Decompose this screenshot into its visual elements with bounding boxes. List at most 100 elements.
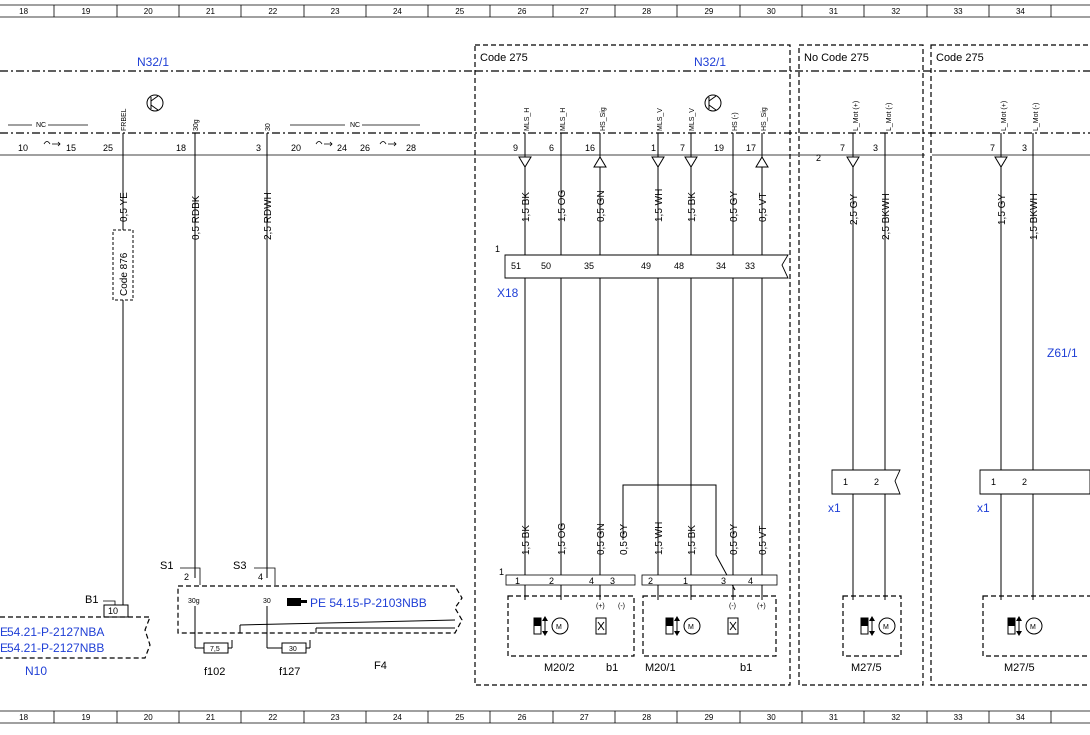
pointing-hand-icon <box>287 598 307 606</box>
grid-column-label: 34 <box>1016 7 1025 16</box>
m20-1-label: M20/1 <box>645 662 676 674</box>
wire-label: 2,5 RDWH <box>263 192 274 240</box>
f102-label: f102 <box>204 666 225 678</box>
signal-30g: 30g <box>193 119 200 131</box>
grid-column-label: 21 <box>206 713 215 722</box>
m201-box <box>642 595 777 657</box>
wire-label: 1,5 GY <box>997 194 1008 225</box>
grid-column-label: 22 <box>268 713 277 722</box>
nc-label: NC <box>350 122 360 129</box>
wire-label: 1,5 BK <box>687 192 698 222</box>
wire-label: 0,5 GN <box>596 190 607 222</box>
grid-column-label: 33 <box>954 713 963 722</box>
grid-column-label: 26 <box>518 713 527 722</box>
x18-pin-33: 33 <box>745 261 755 271</box>
signal-l-mot-plus: L_Mot (+) <box>1001 101 1008 131</box>
grid-column-label: 19 <box>81 7 90 16</box>
grid-column-label: 32 <box>891 713 900 722</box>
wire-label: 0,5 RDBK <box>191 195 202 240</box>
n32-right-label[interactable]: N32/1 <box>694 55 726 69</box>
b1-pin: 10 <box>108 606 118 616</box>
m201-pin-2: 2 <box>648 576 653 586</box>
svg-text:E: E <box>0 625 8 639</box>
grid-column-label: 23 <box>331 713 340 722</box>
z61-label[interactable]: Z61/1 <box>1047 346 1078 360</box>
fuse-f102 <box>203 642 229 654</box>
signal-mls-v: MLS_V <box>657 108 664 131</box>
wire-label: 0,5 YE <box>119 192 130 222</box>
fuse-30: 30 <box>289 646 297 653</box>
grid-column-label: 22 <box>268 7 277 16</box>
pin-10: 10 <box>18 143 28 153</box>
grid-column-label: 20 <box>144 7 153 16</box>
fuse-f127 <box>281 642 307 654</box>
grid-column-label: 27 <box>580 713 589 722</box>
pin-3: 3 <box>873 143 878 153</box>
code275-wires: 1,5 BK1,5 BK1,5 OG1,5 OG0,5 GN0,5 GN1,5 … <box>518 133 769 600</box>
f127-label: f127 <box>279 666 300 678</box>
f4-30g: 30g <box>188 598 200 605</box>
m27-5-box <box>982 595 1090 657</box>
motor-icon: M <box>1030 624 1036 631</box>
code275-pins: 9 6 16 1 7 19 17 <box>513 143 756 153</box>
grid-column-label: 30 <box>767 7 776 16</box>
polarity: (+) <box>757 603 766 610</box>
pin-2: 2 <box>816 153 821 163</box>
grid-column-label: 34 <box>1016 713 1025 722</box>
m27-5-label: M27/5 <box>1004 662 1035 674</box>
wire-label: 0,5 GN <box>596 523 607 555</box>
signal-frbel: FRBEL <box>121 108 128 131</box>
grid-column-label: 24 <box>393 7 402 16</box>
pin-18: 18 <box>176 143 186 153</box>
grid-column-label: 25 <box>455 713 464 722</box>
ref-pe-f4[interactable]: PE 54.15-P-2103NBB <box>310 596 427 610</box>
x18-pin-51: 51 <box>511 261 521 271</box>
transistor-icon <box>146 94 164 112</box>
grid-column-label: 31 <box>829 713 838 722</box>
grid-column-label: 23 <box>331 7 340 16</box>
ref-n10-b[interactable]: 54.21-P-2127NBB <box>7 641 104 655</box>
s1-label: S1 <box>160 560 173 572</box>
m202-pin-1: 1 <box>515 576 520 586</box>
f4-30: 30 <box>263 598 271 605</box>
frame-code275-right <box>930 44 1090 686</box>
section-no-code275-label: No Code 275 <box>804 52 869 64</box>
pin-9: 9 <box>513 143 518 153</box>
x18-label[interactable]: X18 <box>497 286 519 300</box>
x1-label[interactable]: x1 <box>828 501 841 515</box>
grid-column-label: 30 <box>767 713 776 722</box>
signal-l-mot-minus: L_Mot (-) <box>1033 103 1040 131</box>
m201-pin-3: 3 <box>721 576 726 586</box>
signal-30: 30 <box>265 123 272 131</box>
signal-l-mot-plus: L_Mot (+) <box>853 101 860 131</box>
code876-label: Code 876 <box>119 252 130 296</box>
m27-5-label: M27/5 <box>851 662 882 674</box>
x1-pin-2: 2 <box>874 477 879 487</box>
pin-16: 16 <box>585 143 595 153</box>
transistor-icon <box>704 94 722 112</box>
ref-n10-a[interactable]: 54.21-P-2127NBA <box>7 625 104 639</box>
n32-left-label[interactable]: N32/1 <box>137 55 169 69</box>
n10-label[interactable]: N10 <box>25 664 47 678</box>
grid-column-label: 26 <box>518 7 527 16</box>
frame-no-code275 <box>798 44 924 686</box>
wire-label: 0,5 GY <box>729 191 740 222</box>
x1-connector <box>979 469 1090 495</box>
wire-label: 0,5 VT <box>758 193 769 222</box>
f4-fusebox <box>177 585 463 634</box>
m27-5-box <box>842 595 902 657</box>
grid-column-label: 21 <box>206 7 215 16</box>
svg-text:E: E <box>0 641 8 655</box>
section-code275-label: Code 275 <box>480 52 528 64</box>
m202-pin-2: 2 <box>549 576 554 586</box>
grid-column-label: 33 <box>954 7 963 16</box>
x1-label[interactable]: x1 <box>977 501 990 515</box>
x1-pin-1: 1 <box>843 477 848 487</box>
x18-pin-48: 48 <box>674 261 684 271</box>
x18-pin-35: 35 <box>584 261 594 271</box>
signal-mls-h: MLS_H <box>524 108 531 131</box>
x18-pin-50: 50 <box>541 261 551 271</box>
grid-column-label: 24 <box>393 713 402 722</box>
f4-label: F4 <box>374 660 387 672</box>
